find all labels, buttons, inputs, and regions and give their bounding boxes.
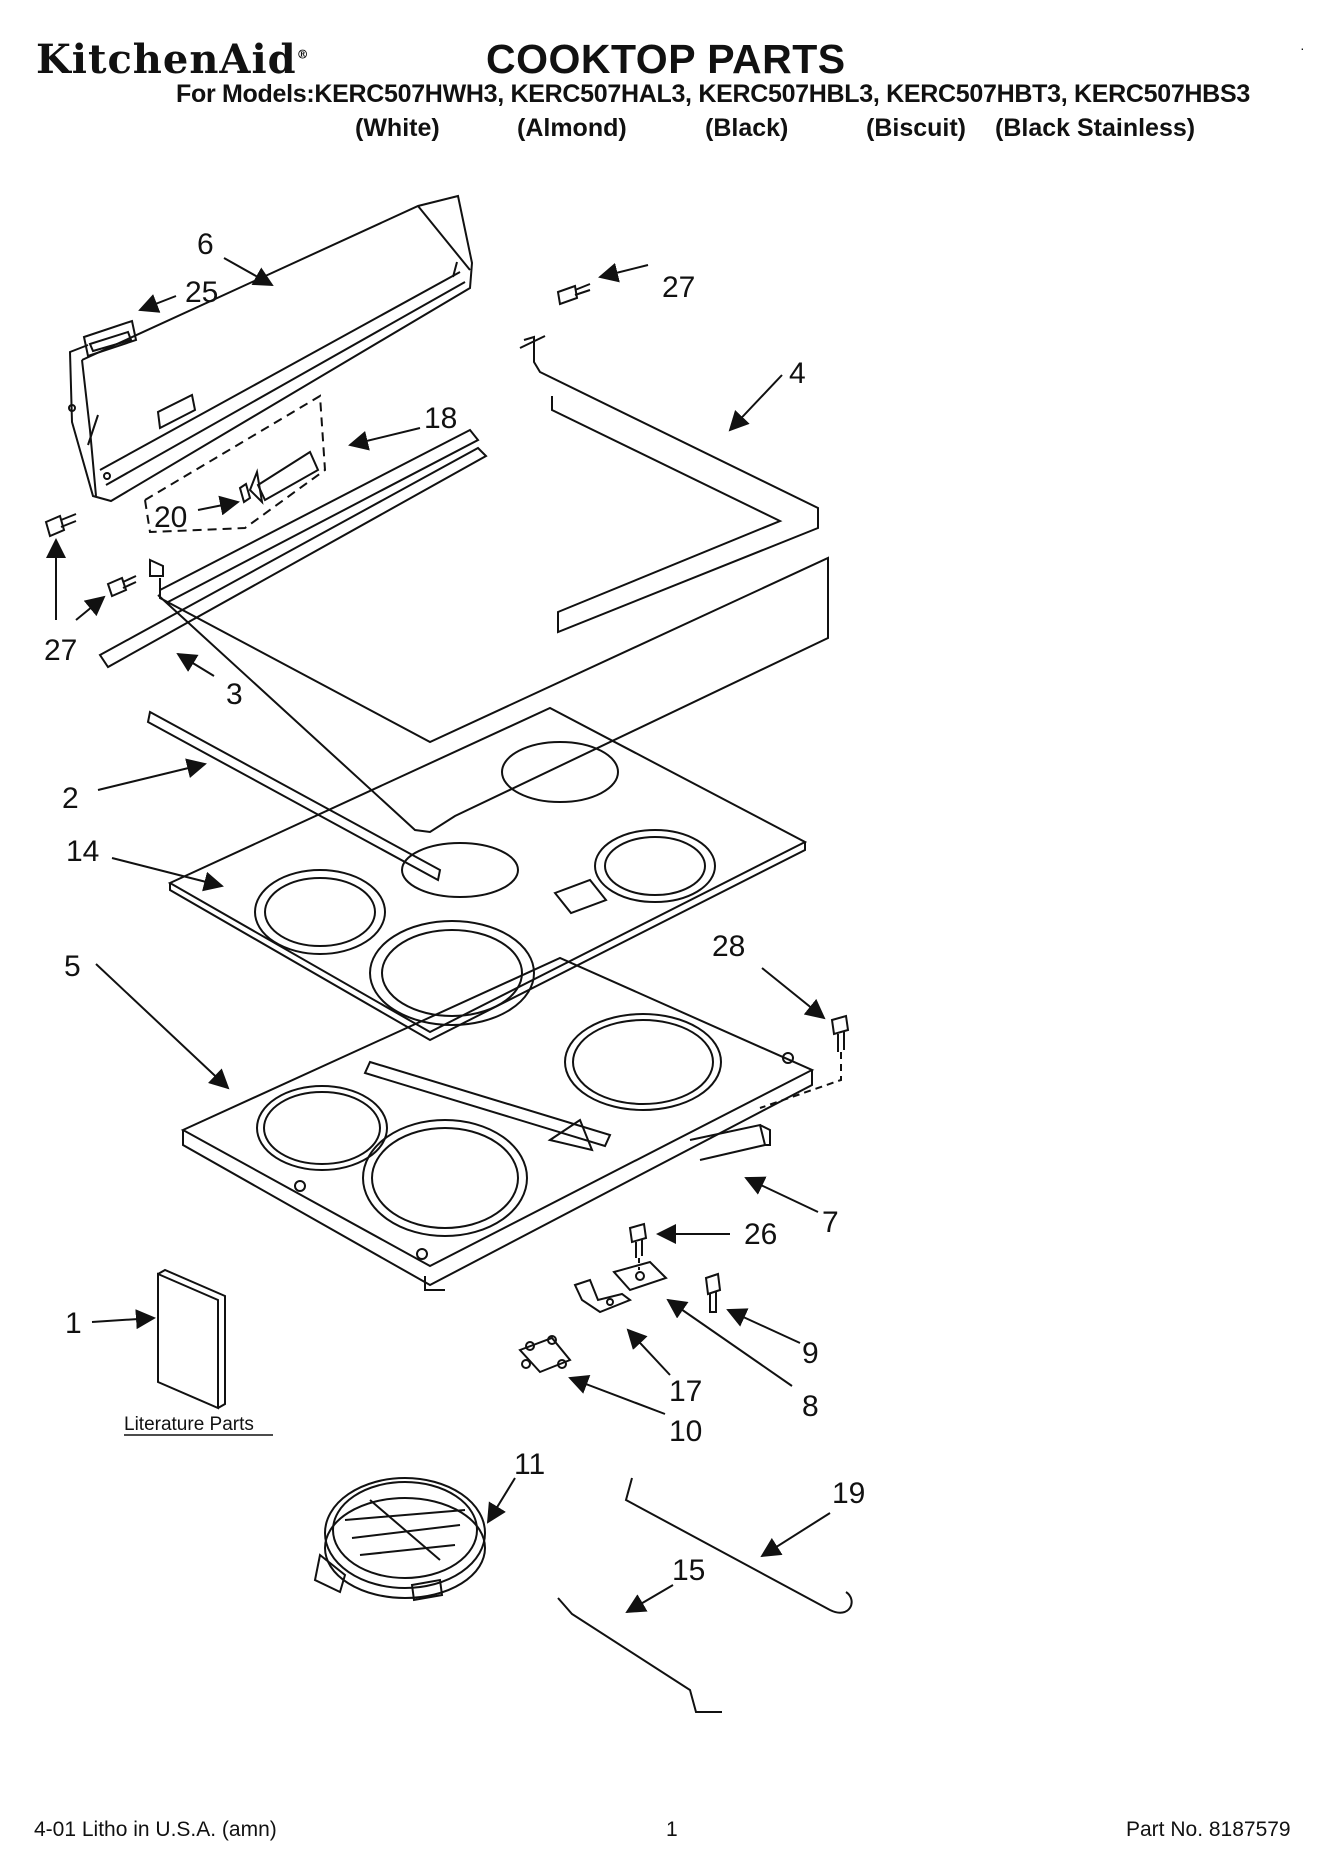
color-black-stainless: (Black Stainless) (995, 114, 1196, 142)
part-3-strip (98, 446, 488, 669)
callout-25: 25 (185, 276, 218, 309)
callout-1: 1 (65, 1307, 82, 1340)
color-almond: (Almond) (517, 114, 627, 142)
part-27-screw-mid (106, 575, 137, 598)
callout-8: 8 (802, 1390, 819, 1423)
callout-27-top: 27 (662, 271, 695, 304)
part-2-strip (146, 710, 442, 882)
models-line: For Models:KERC507HWH3, KERC507HAL3, KER… (176, 80, 1250, 108)
part-19-rod (624, 1477, 853, 1614)
part-4-trim-frame (149, 335, 829, 834)
callout-3: 3 (226, 678, 243, 711)
part-26-screw (628, 1222, 648, 1270)
part-1-literature (157, 1268, 226, 1410)
callout-26: 26 (744, 1218, 777, 1251)
color-white: (White) (355, 114, 440, 142)
part-10-terminal-block (518, 1335, 572, 1374)
part-18-cutout (143, 394, 327, 534)
part-15-rod (557, 1597, 722, 1713)
footer-litho: 4-01 Litho in U.S.A. (amn) (34, 1818, 277, 1841)
part-8-bracket (612, 1260, 668, 1292)
part-20-clip (238, 482, 252, 504)
color-biscuit: (Biscuit) (866, 114, 966, 142)
callout-19: 19 (832, 1477, 865, 1510)
callout-20: 20 (154, 501, 187, 534)
footer-part-number: Part No. 8187579 (1126, 1818, 1291, 1841)
part-11-element (313, 1477, 486, 1602)
part-14-glass-top (167, 706, 808, 1042)
part-5-burner-box (180, 956, 815, 1291)
callout-27-left: 27 (44, 634, 77, 667)
callout-11: 11 (514, 1448, 545, 1481)
callout-6: 6 (197, 228, 214, 261)
callout-14: 14 (66, 835, 99, 868)
callout-2: 2 (62, 782, 79, 815)
part-17-clip (573, 1278, 633, 1314)
leader-lines (46, 257, 831, 1614)
callout-18: 18 (424, 402, 457, 435)
callout-9: 9 (802, 1337, 819, 1370)
literature-parts-label: Literature Parts (124, 1414, 254, 1435)
stray-mark: · (1300, 40, 1305, 56)
callout-28: 28 (712, 930, 745, 963)
callout-17: 17 (669, 1375, 702, 1408)
part-6-control-panel (68, 194, 474, 503)
callout-5: 5 (64, 950, 81, 983)
part-25-badge (82, 319, 138, 358)
callout-10: 10 (669, 1415, 702, 1448)
part-27-screw-left (44, 513, 77, 538)
callout-15: 15 (672, 1554, 705, 1587)
footer-page-number: 1 (666, 1818, 678, 1841)
part-27-screw-top (556, 283, 591, 306)
callout-7: 7 (822, 1206, 839, 1239)
part-9-screw (704, 1272, 722, 1313)
color-black: (Black) (705, 114, 789, 142)
callout-4: 4 (789, 357, 806, 390)
brand-logo: KitchenAid® (36, 36, 310, 83)
part-28-screw (759, 1014, 850, 1109)
page-title: COOKTOP PARTS (486, 36, 846, 82)
